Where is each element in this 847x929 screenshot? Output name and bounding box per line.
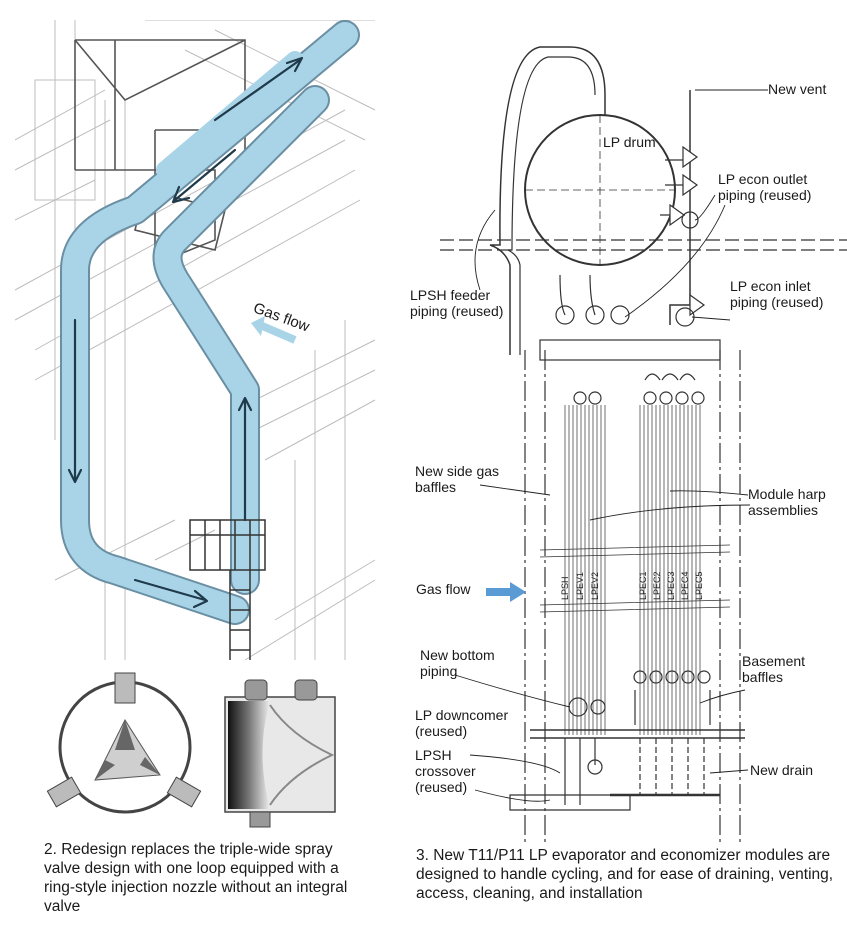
module-label: LPEC5 bbox=[694, 571, 704, 600]
gas-flow-arrow bbox=[258, 321, 297, 344]
label-new-bottom-piping: New bottom piping bbox=[420, 647, 495, 679]
module-label: LPEC1 bbox=[638, 571, 648, 600]
label-basement-baffles: Basement baffles bbox=[742, 653, 806, 685]
tube-bundles bbox=[564, 405, 701, 735]
module-label: LPEV1 bbox=[575, 572, 585, 600]
label-new-side-gas-baffles: New side gas baffles bbox=[415, 463, 500, 495]
module-label: LPSH bbox=[560, 576, 570, 600]
piping-drawing bbox=[14, 19, 376, 661]
module-label: LPEC4 bbox=[680, 571, 690, 600]
leader-lines bbox=[454, 89, 768, 802]
label-lpsh-feeder: LPSH feeder piping (reused) bbox=[410, 287, 504, 319]
lp-module-drawing: LPSH LPEV1 LPEV2 LPEC1 LPEC2 LPEC3 LPEC4… bbox=[440, 46, 847, 845]
figure-2-isometric-piping: Gas flow bbox=[14, 19, 380, 661]
label-gas-flow: Gas flow bbox=[416, 581, 471, 597]
figure-3-module-elevation: LPSH LPEV1 LPEV2 LPEC1 LPEC2 LPEC3 LPEC4… bbox=[400, 35, 847, 845]
module-label: LPEC2 bbox=[652, 571, 662, 600]
label-lp-drum: LP drum bbox=[603, 134, 656, 150]
label-module-harp: Module harp assemblies bbox=[748, 486, 826, 518]
drain-lines bbox=[610, 738, 720, 797]
spray-loop-pipe bbox=[60, 20, 360, 625]
module-label: LPEC3 bbox=[666, 571, 676, 600]
figure-2-caption: 2. Redesign replaces the triple-wide spr… bbox=[44, 841, 348, 915]
module-label: LPEV2 bbox=[590, 572, 600, 600]
label-new-vent: New vent bbox=[768, 81, 827, 97]
label-lp-econ-inlet: LP econ inlet piping (reused) bbox=[730, 278, 824, 310]
label-lp-downcomer: LP downcomer (reused) bbox=[415, 707, 509, 739]
label-lp-econ-outlet: LP econ outlet piping (reused) bbox=[718, 171, 812, 203]
module-labels: LPSH LPEV1 LPEV2 LPEC1 LPEC2 LPEC3 LPEC4… bbox=[560, 571, 704, 600]
figure-3-caption: 3. New T11/P11 LP evaporator and economi… bbox=[416, 847, 834, 902]
label-lpsh-crossover: LPSH crossover (reused) bbox=[415, 747, 476, 795]
bottom-headers bbox=[568, 670, 711, 725]
header-circles bbox=[573, 373, 705, 405]
nozzle-illustrations bbox=[40, 665, 340, 830]
label-new-drain: New drain bbox=[750, 762, 814, 778]
access-platform bbox=[189, 519, 266, 660]
ring-nozzle-drawing bbox=[46, 672, 336, 828]
